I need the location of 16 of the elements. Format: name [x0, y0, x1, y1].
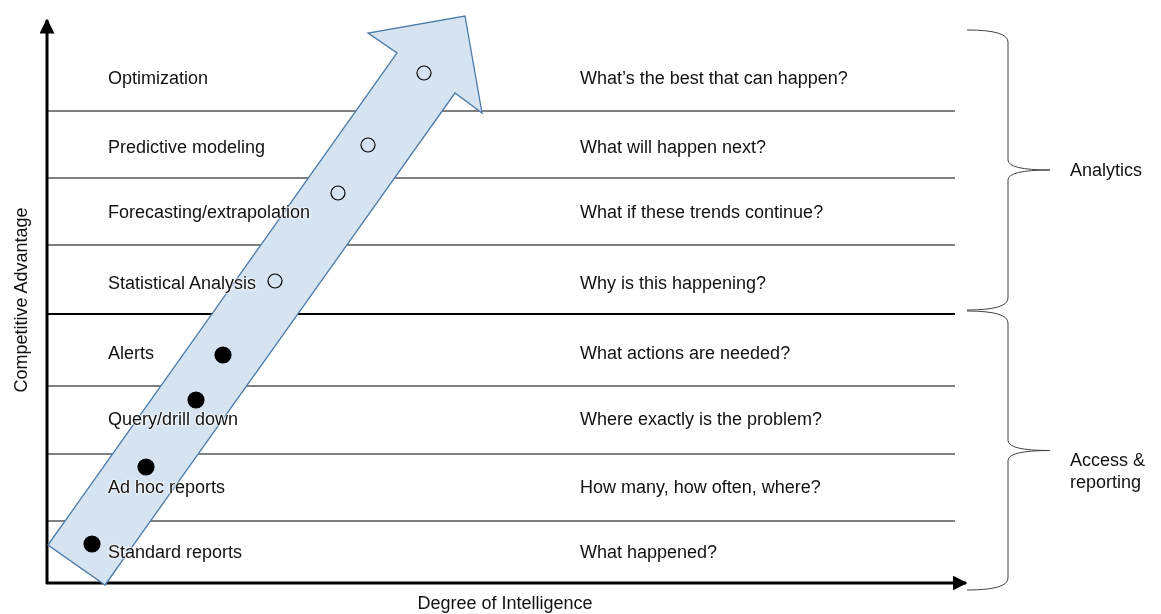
question-text: Where exactly is the problem? — [580, 409, 823, 431]
stage-label: Optimization — [108, 68, 209, 90]
axis-title: Competitive Advantage — [11, 207, 33, 393]
question-text: What if these trends continue? — [580, 202, 824, 224]
question-text: What’s the best that can happen? — [580, 68, 848, 90]
stage-label: Predictive modeling — [108, 137, 266, 159]
question-text: What happened? — [580, 542, 718, 564]
axis-title: Degree of Intelligence — [417, 593, 593, 614]
stage-label: Query/drill down — [108, 409, 239, 431]
group-label: Analytics — [1070, 160, 1143, 182]
question-text: What actions are needed? — [580, 343, 791, 365]
group-label: Access & reporting — [1070, 450, 1147, 494]
question-text: Why is this happening? — [580, 273, 767, 295]
stage-label: Alerts — [108, 343, 154, 365]
question-text: How many, how often, where? — [580, 477, 821, 499]
question-text: What will happen next? — [580, 137, 767, 159]
